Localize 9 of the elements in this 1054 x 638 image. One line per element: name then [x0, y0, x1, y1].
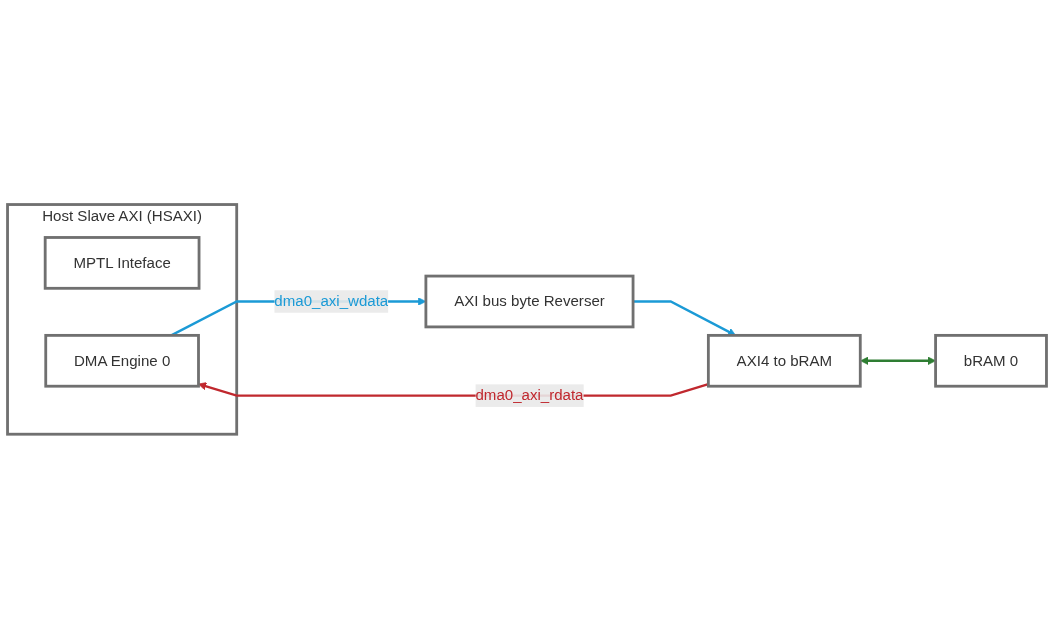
node-box: MPTL Inteface	[43, 235, 201, 290]
node-box: AXI bus byte Reverser	[424, 274, 635, 328]
node-box: bRAM 0	[934, 333, 1048, 388]
arrow	[860, 356, 936, 365]
arrow	[633, 299, 736, 336]
node-box: AXI4 to bRAM	[706, 333, 862, 388]
edge-label: dma0_axi_rdata	[475, 386, 584, 403]
node-box: DMA Engine 0	[44, 333, 200, 388]
edge-label: dma0_axi_wdata	[274, 292, 389, 309]
